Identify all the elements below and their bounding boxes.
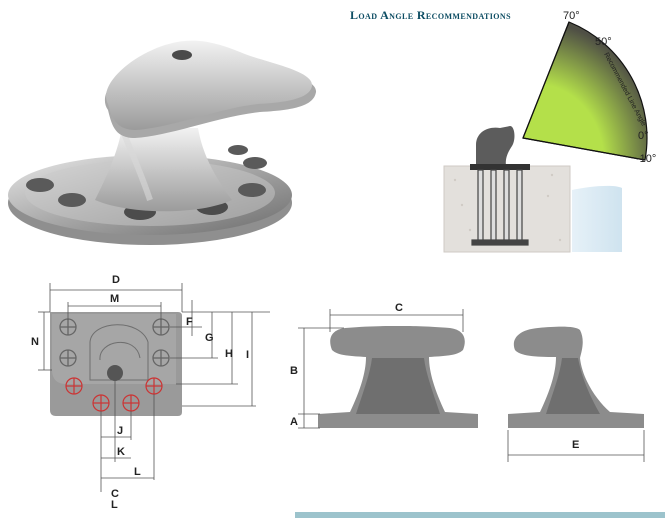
dim-label-L: L — [134, 466, 141, 478]
dim-label-M: M — [110, 293, 119, 305]
anchor-bolts — [471, 169, 529, 246]
dim-label-CL-L: L — [111, 499, 118, 511]
dim-label-I: I — [246, 349, 249, 361]
water — [572, 185, 622, 252]
plan-view: D M F G H I N J K L C L — [31, 274, 270, 511]
dim-label-N: N — [31, 336, 39, 348]
bottom-rule — [295, 512, 665, 518]
dim-label-E: E — [572, 439, 579, 451]
dim-label-H: H — [225, 348, 233, 360]
dim-label-K: K — [117, 446, 125, 458]
front-profile: C B A — [290, 302, 478, 429]
dim-label-B: B — [290, 365, 298, 377]
load-angle-figure: 70° 50° 0° -10° Recommended Line Angle — [443, 10, 656, 253]
bollard-3d-render — [8, 40, 317, 245]
recommended-angle-sector — [522, 21, 648, 161]
plan-bolt-holes — [59, 318, 170, 367]
dim-label-CL-C: C — [111, 488, 119, 500]
bollard-profile-small — [476, 126, 515, 166]
dim-label-D: D — [112, 274, 120, 286]
dim-label-C-profile: C — [395, 302, 403, 314]
dim-label-J: J — [117, 425, 123, 437]
angle-label-0: 0° — [638, 130, 649, 142]
dim-label-G: G — [205, 332, 214, 344]
angle-label-70: 70° — [563, 10, 580, 22]
side-profile: E — [507, 326, 645, 462]
dim-label-A: A — [290, 416, 298, 428]
plan-bolt-holes-red — [65, 377, 163, 412]
diagram-title: Load Angle Recommendations — [350, 8, 511, 22]
dim-label-F: F — [186, 316, 193, 328]
angle-label-50: 50° — [595, 36, 612, 48]
angle-label-neg10: -10° — [636, 153, 656, 165]
